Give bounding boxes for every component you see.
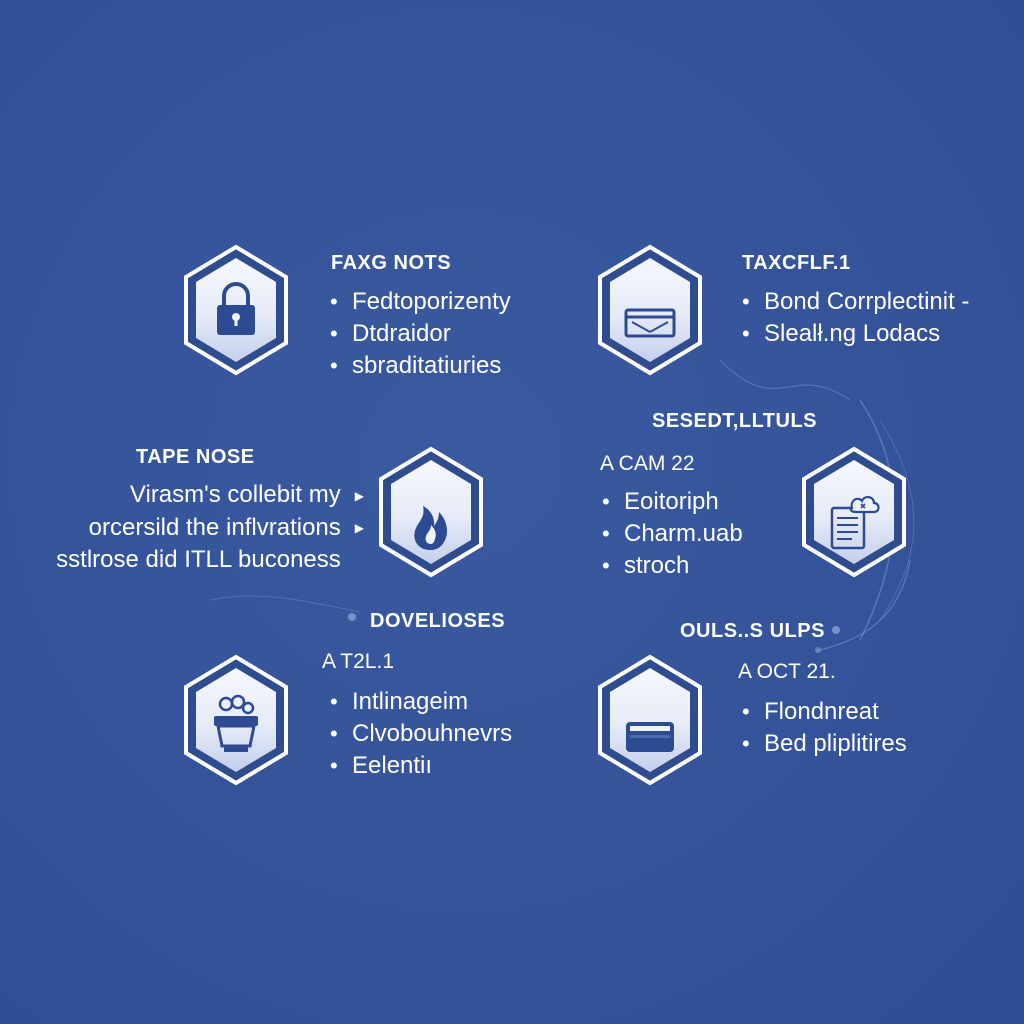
bullet-list: Eoitoriph Charm.uab stroch <box>602 486 743 582</box>
list-item: Bed pliplitires <box>742 728 907 760</box>
card-subtitle: A CAM 22 <box>600 452 695 475</box>
arrow-right-icon: ▶ <box>354 521 364 536</box>
bullet-list: Bond Corrplectinit - Slealł.ng Lodacs <box>742 286 969 350</box>
list-item: Flondnreat <box>742 696 907 728</box>
card-title: OULS..S ULPS <box>680 620 825 642</box>
card-subtitle: A OCT 21. <box>738 660 836 683</box>
hexagon-badge <box>182 654 290 786</box>
list-item: Eoitoriph <box>602 486 743 518</box>
hexagon-badge <box>800 446 908 578</box>
list-item: Dtdraidor <box>330 318 511 350</box>
paragraph-line: sstlrose did ITLL buconess <box>56 546 341 574</box>
card-title: DOVELIOSES <box>370 610 506 632</box>
list-item: stroch <box>602 550 743 582</box>
hexagon-badge <box>596 654 704 786</box>
bullet-list: Intlinageim Clvobouhnevrs Eelentiı <box>330 686 512 782</box>
paragraph: Virasm's collebit my ▶ orcersild the infl… <box>56 479 364 577</box>
list-item: Intlinageim <box>330 686 512 718</box>
hexagon-badge <box>596 244 704 376</box>
card-title: SESEDT,LLTULS <box>652 410 818 432</box>
card-subtitle: A T2L.1 <box>322 650 395 673</box>
list-item: Eelentiı <box>330 750 512 782</box>
browser-window-icon <box>624 308 676 338</box>
document-cloud-icon <box>830 496 880 550</box>
hexagon-badge <box>377 446 485 578</box>
paragraph-line: Virasm's collebit my <box>129 481 341 508</box>
list-item: Clvobouhnevrs <box>330 718 512 750</box>
card-title: FAXG NOTS <box>331 252 452 274</box>
list-item: sbraditatiuries <box>330 350 511 382</box>
paragraph-line: orcersild the inflvrations <box>88 513 341 541</box>
arrow-right-icon: ▶ <box>354 488 364 503</box>
list-item: Bond Corrplectinit - <box>742 286 969 318</box>
hexagon-badge <box>182 244 290 376</box>
list-item: Slealł.ng Lodacs <box>742 318 969 350</box>
padlock-icon <box>217 282 255 335</box>
bullet-list: Flondnreat Bed pliplitires <box>742 696 907 760</box>
card-reader-icon <box>626 722 674 752</box>
flame-icon <box>414 506 447 550</box>
card-title: TAXCFLF.1 <box>742 252 851 274</box>
card-title: TAPE NOSE <box>136 446 255 468</box>
bullet-list: Fedtoporizenty Dtdraidor sbraditatiuries <box>330 286 511 382</box>
list-item: Charm.uab <box>602 518 743 550</box>
list-item: Fedtoporizenty <box>330 286 511 318</box>
basket-icon <box>214 694 258 752</box>
